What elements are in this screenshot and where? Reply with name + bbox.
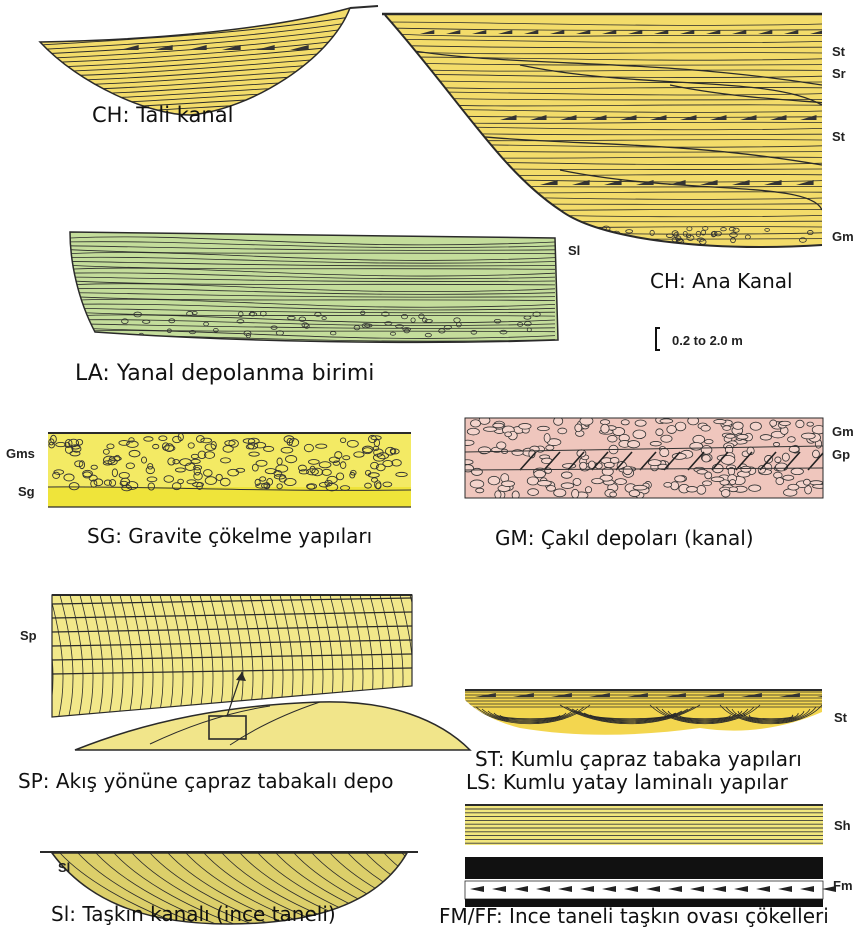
caption-cakil: GM: Çakıl depoları (kanal) xyxy=(495,526,754,550)
code-sl: Sl xyxy=(58,860,70,875)
code-gp: Gp xyxy=(832,447,850,462)
code-gm-main: Gm xyxy=(832,229,854,244)
caption-ana-kanal: CH: Ana Kanal xyxy=(650,269,793,293)
kumlu-yatay-sketch xyxy=(465,805,823,845)
code-sh: Sh xyxy=(834,818,851,833)
code-st-mid: St xyxy=(832,129,846,144)
code-sl-la: Sl xyxy=(568,243,580,258)
code-gms: Gms xyxy=(6,446,35,461)
tali-kanal-sketch xyxy=(40,6,378,115)
caption-taskin-ovasi: FM/FF: İnce taneli taşkın ovası çökeller… xyxy=(439,904,829,928)
code-st-top: St xyxy=(832,44,846,59)
code-gm: Gm xyxy=(832,424,854,439)
scale-bar xyxy=(656,328,660,350)
yanal-depolanma-sketch xyxy=(70,232,558,342)
code-fm: Fm xyxy=(833,878,853,893)
caption-kumlu-capraz: ST: Kumlu çapraz tabaka yapıları xyxy=(475,747,802,771)
caption-sp: SP: Akış yönüne çapraz tabakalı depo xyxy=(18,769,393,793)
caption-tali-kanal: CH: Tali kanal xyxy=(92,103,233,127)
sp-sketch xyxy=(30,595,470,750)
gravite-sketch xyxy=(48,433,411,507)
caption-kumlu-yatay: LS: Kumlu yatay laminalı yapılar xyxy=(466,770,788,794)
code-sr: Sr xyxy=(832,66,846,81)
ana-kanal-sketch xyxy=(380,14,856,247)
caption-gravite: SG: Gravite çökelme yapıları xyxy=(87,524,372,548)
caption-yanal-depolanma: LA: Yanal depolanma birimi xyxy=(75,361,374,386)
scale-label: 0.2 to 2.0 m xyxy=(672,333,743,348)
kumlu-capraz-sketch xyxy=(465,690,838,735)
code-sp: Sp xyxy=(20,628,37,643)
caption-taskin-kanali: Sl: Taşkın kanalı (ince taneli) xyxy=(51,902,336,926)
code-sg: Sg xyxy=(18,484,35,499)
cakil-sketch xyxy=(461,416,826,499)
taskin-ovasi-sketch xyxy=(465,857,836,907)
code-st: St xyxy=(834,710,848,725)
